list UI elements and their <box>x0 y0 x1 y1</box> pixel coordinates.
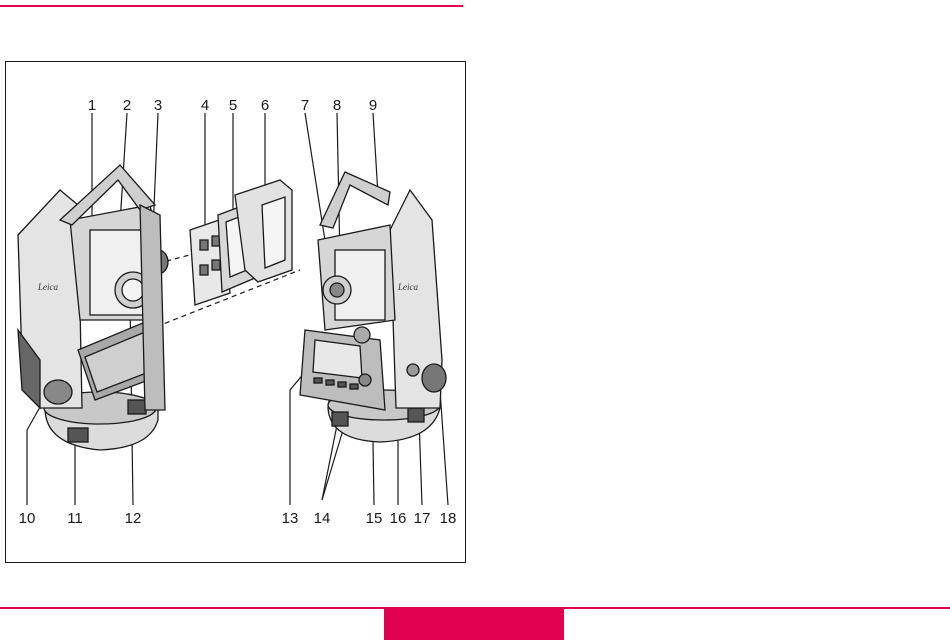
callout-2: 2 <box>123 97 131 114</box>
callout-18: 18 <box>440 510 457 527</box>
callout-3: 3 <box>154 97 162 114</box>
callout-12: 12 <box>125 510 142 527</box>
footer-tab <box>384 607 564 640</box>
callout-4: 4 <box>201 97 209 114</box>
callout-5: 5 <box>229 97 237 114</box>
callout-7: 7 <box>301 97 309 114</box>
callout-14: 14 <box>314 510 331 527</box>
callout-17: 17 <box>414 510 431 527</box>
brand-logo-rear: Leica <box>397 282 418 292</box>
callouts-bottom: 10 11 12 13 14 15 16 17 18 <box>19 510 457 527</box>
callout-11: 11 <box>67 510 83 527</box>
callouts-top: 1 2 3 4 5 6 7 8 9 <box>88 97 377 114</box>
callout-8: 8 <box>333 97 341 114</box>
callout-1: 1 <box>88 97 96 114</box>
callout-6: 6 <box>261 97 269 114</box>
callout-10: 10 <box>19 510 36 527</box>
callout-9: 9 <box>369 97 377 114</box>
callout-13: 13 <box>282 510 299 527</box>
callout-15: 15 <box>366 510 383 527</box>
instrument-front-view: Leica <box>18 165 168 450</box>
instrument-rear-view: Leica <box>300 172 446 442</box>
brand-logo: Leica <box>37 282 58 292</box>
callout-16: 16 <box>390 510 407 527</box>
